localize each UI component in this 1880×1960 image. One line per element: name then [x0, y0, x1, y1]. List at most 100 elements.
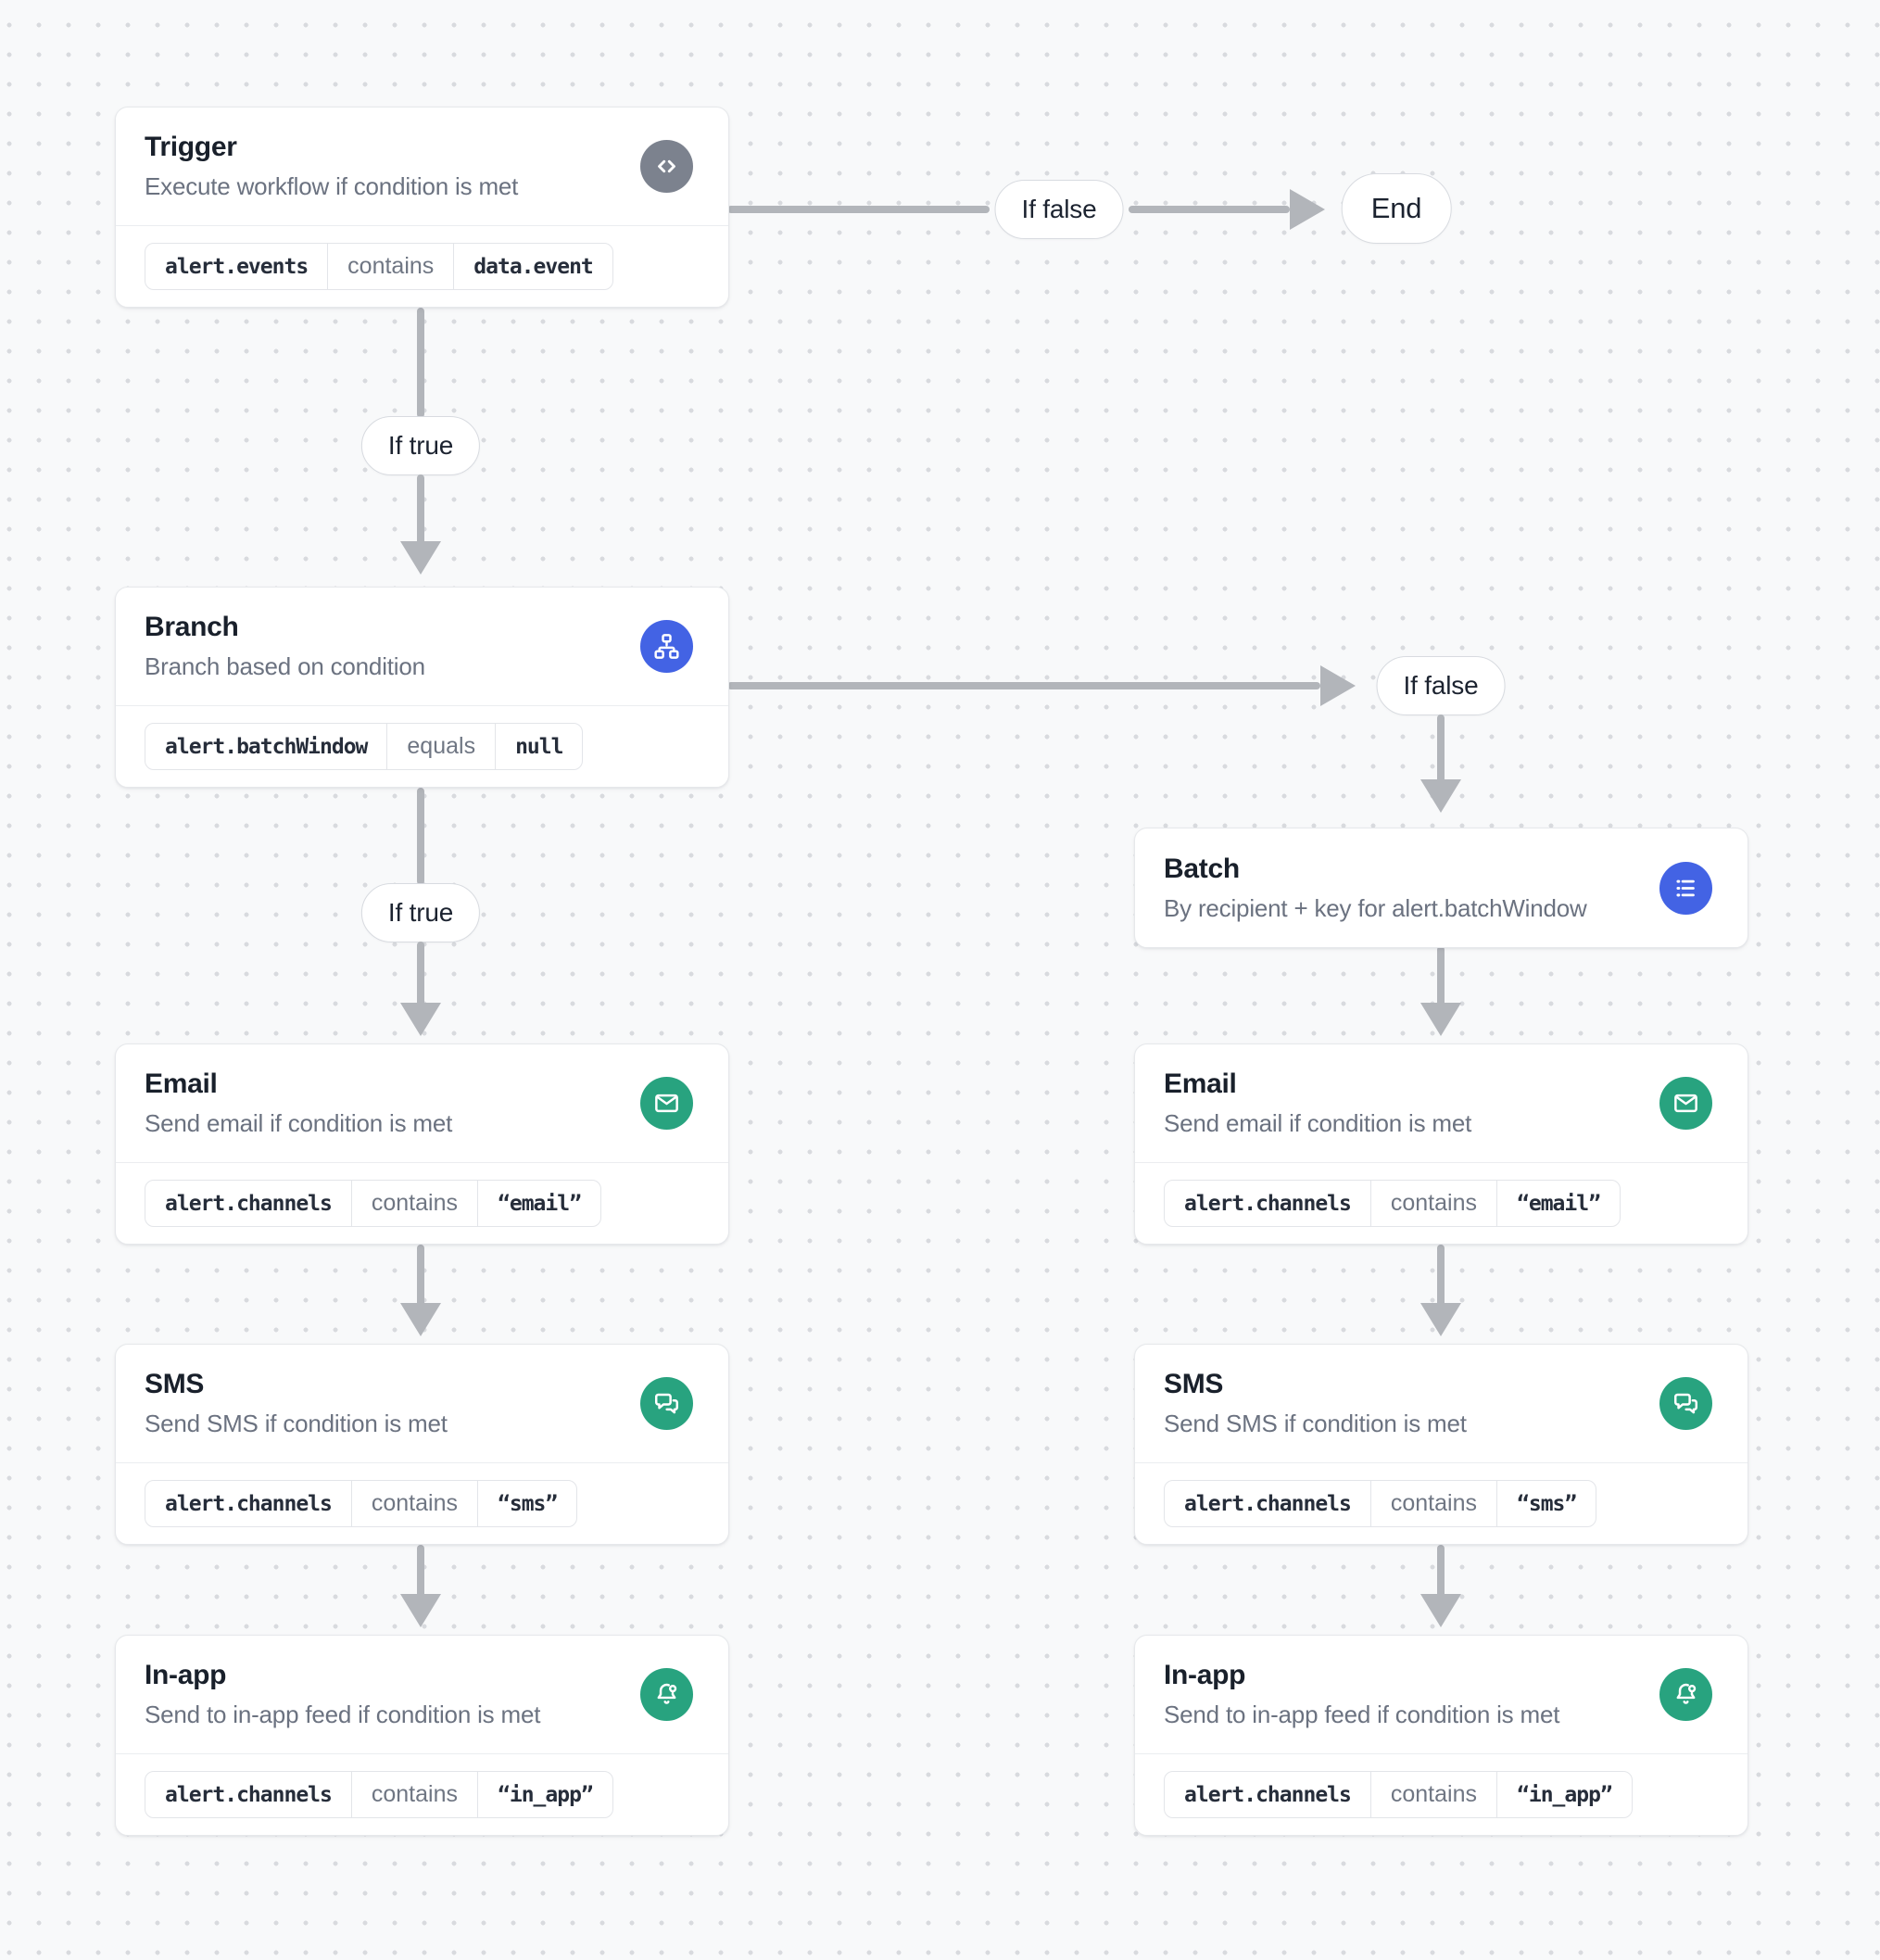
arrowhead-down-icon — [400, 1003, 441, 1036]
edge-label-text: If false — [1021, 195, 1097, 223]
condition-operator: contains — [327, 244, 453, 289]
node-subtitle: Send email if condition is met — [145, 1109, 453, 1137]
condition-operator: contains — [350, 1481, 477, 1526]
node-subtitle: Send to in-app feed if condition is met — [1164, 1701, 1560, 1728]
edge-iffalse-batch — [1437, 714, 1445, 783]
node-title: In-app — [1164, 1660, 1246, 1690]
node-title: Trigger — [145, 132, 237, 162]
edge-trigger-iffalse — [727, 206, 990, 213]
edge-email-sms-left — [417, 1245, 424, 1307]
node-condition-row: alert.channels contains “email” — [1135, 1162, 1748, 1244]
node-sms-batched[interactable]: SMS Send SMS if condition is met alert.c… — [1134, 1344, 1748, 1545]
condition-field: alert.channels — [1184, 1782, 1352, 1807]
hierarchy-icon — [640, 620, 693, 673]
condition-pill: alert.channels contains “email” — [1164, 1180, 1621, 1227]
code-icon — [640, 140, 693, 193]
arrowhead-down-icon — [400, 1594, 441, 1627]
chat-bubbles-icon — [1659, 1377, 1712, 1430]
node-header: Batch By recipient + key for alert.batch… — [1135, 828, 1748, 947]
node-subtitle: Send to in-app feed if condition is met — [145, 1701, 541, 1728]
node-header-text: Branch Branch based on condition — [145, 612, 425, 681]
node-email-batched[interactable]: Email Send email if condition is met ale… — [1134, 1043, 1748, 1245]
node-subtitle: Send SMS if condition is met — [1164, 1410, 1467, 1437]
arrowhead-right-icon — [1320, 665, 1356, 706]
condition-pill: alert.events contains data.event — [145, 243, 613, 290]
node-header: Email Send email if condition is met — [1135, 1044, 1748, 1162]
node-header-text: SMS Send SMS if condition is met — [1164, 1369, 1467, 1438]
node-branch[interactable]: Branch Branch based on condition alert.b… — [115, 587, 729, 788]
node-end[interactable]: End — [1341, 173, 1452, 244]
node-title: SMS — [145, 1369, 205, 1399]
node-subtitle: Send SMS if condition is met — [145, 1410, 448, 1437]
list-icon — [1659, 861, 1712, 915]
node-condition-row: alert.channels contains “sms” — [116, 1462, 728, 1544]
edge-batch-email — [1437, 946, 1445, 1006]
condition-operator: equals — [386, 724, 495, 769]
node-condition-row: alert.channels contains “email” — [116, 1162, 728, 1244]
node-condition-row: alert.channels contains “in_app” — [116, 1753, 728, 1835]
condition-pill: alert.channels contains “in_app” — [145, 1771, 613, 1818]
arrowhead-down-icon — [1420, 1003, 1461, 1036]
node-title: Email — [145, 1069, 218, 1099]
node-header: Email Send email if condition is met — [116, 1044, 728, 1162]
node-title: Batch — [1164, 853, 1240, 884]
condition-pill: alert.channels contains “in_app” — [1164, 1771, 1633, 1818]
node-subtitle: Branch based on condition — [145, 652, 425, 680]
node-condition-row: alert.events contains data.event — [116, 225, 728, 307]
node-inapp-immediate[interactable]: In-app Send to in-app feed if condition … — [115, 1635, 729, 1836]
bell-notification-icon — [1659, 1668, 1712, 1721]
condition-value: “sms” — [477, 1481, 576, 1526]
edge-email-sms-right — [1437, 1245, 1445, 1307]
condition-value: “sms” — [1496, 1481, 1596, 1526]
edge-label-if-false-top: If false — [994, 180, 1124, 239]
node-title: Email — [1164, 1069, 1237, 1099]
node-email-immediate[interactable]: Email Send email if condition is met ale… — [115, 1043, 729, 1245]
condition-value: “email” — [1496, 1181, 1620, 1226]
condition-field: alert.batchWindow — [165, 734, 368, 759]
node-batch[interactable]: Batch By recipient + key for alert.batch… — [1134, 828, 1748, 948]
arrowhead-down-icon — [400, 1303, 441, 1336]
edge-label-if-true-1: If true — [360, 416, 481, 475]
condition-field: alert.channels — [1184, 1191, 1352, 1216]
node-sms-immediate[interactable]: SMS Send SMS if condition is met alert.c… — [115, 1344, 729, 1545]
node-header: SMS Send SMS if condition is met — [1135, 1345, 1748, 1462]
edge-branch-iftrue — [417, 788, 424, 885]
condition-value: “in_app” — [1496, 1772, 1632, 1817]
edge-sms-inapp-right — [1437, 1545, 1445, 1598]
mail-icon — [640, 1077, 693, 1130]
node-condition-row: alert.batchWindow equals null — [116, 705, 728, 787]
condition-pill: alert.channels contains “sms” — [1164, 1480, 1597, 1527]
condition-pill: alert.channels contains “email” — [145, 1180, 601, 1227]
node-condition-row: alert.channels contains “in_app” — [1135, 1753, 1748, 1835]
condition-operator: contains — [1369, 1181, 1496, 1226]
node-header-text: SMS Send SMS if condition is met — [145, 1369, 448, 1438]
bell-notification-icon — [640, 1668, 693, 1721]
edge-sms-inapp-left — [417, 1545, 424, 1598]
node-header-text: Batch By recipient + key for alert.batch… — [1164, 854, 1587, 923]
node-header-text: In-app Send to in-app feed if condition … — [145, 1660, 540, 1729]
condition-value: “email” — [477, 1181, 600, 1226]
node-header: SMS Send SMS if condition is met — [116, 1345, 728, 1462]
chat-bubbles-icon — [640, 1377, 693, 1430]
condition-field: alert.events — [165, 254, 309, 279]
node-subtitle: By recipient + key for alert.batchWindow — [1164, 893, 1587, 922]
edge-label-text: If true — [387, 431, 454, 460]
edge-trigger-iftrue — [417, 308, 424, 418]
node-header-text: Trigger Execute workflow if condition is… — [145, 132, 518, 201]
node-trigger[interactable]: Trigger Execute workflow if condition is… — [115, 107, 729, 308]
node-inapp-batched[interactable]: In-app Send to in-app feed if condition … — [1134, 1635, 1748, 1836]
node-title: SMS — [1164, 1369, 1224, 1399]
edge-label-text: If false — [1403, 671, 1479, 700]
condition-operator: contains — [350, 1772, 477, 1817]
node-title: In-app — [145, 1660, 227, 1690]
condition-field: alert.channels — [165, 1782, 333, 1807]
condition-field: alert.channels — [165, 1191, 333, 1216]
condition-operator: contains — [1369, 1481, 1496, 1526]
node-header: Trigger Execute workflow if condition is… — [116, 107, 728, 225]
edge-iffalse-end — [1129, 206, 1290, 213]
condition-field: alert.channels — [165, 1491, 333, 1516]
edge-iftrue-branch — [417, 474, 424, 545]
condition-operator: contains — [350, 1181, 477, 1226]
arrowhead-right-icon — [1290, 189, 1325, 230]
